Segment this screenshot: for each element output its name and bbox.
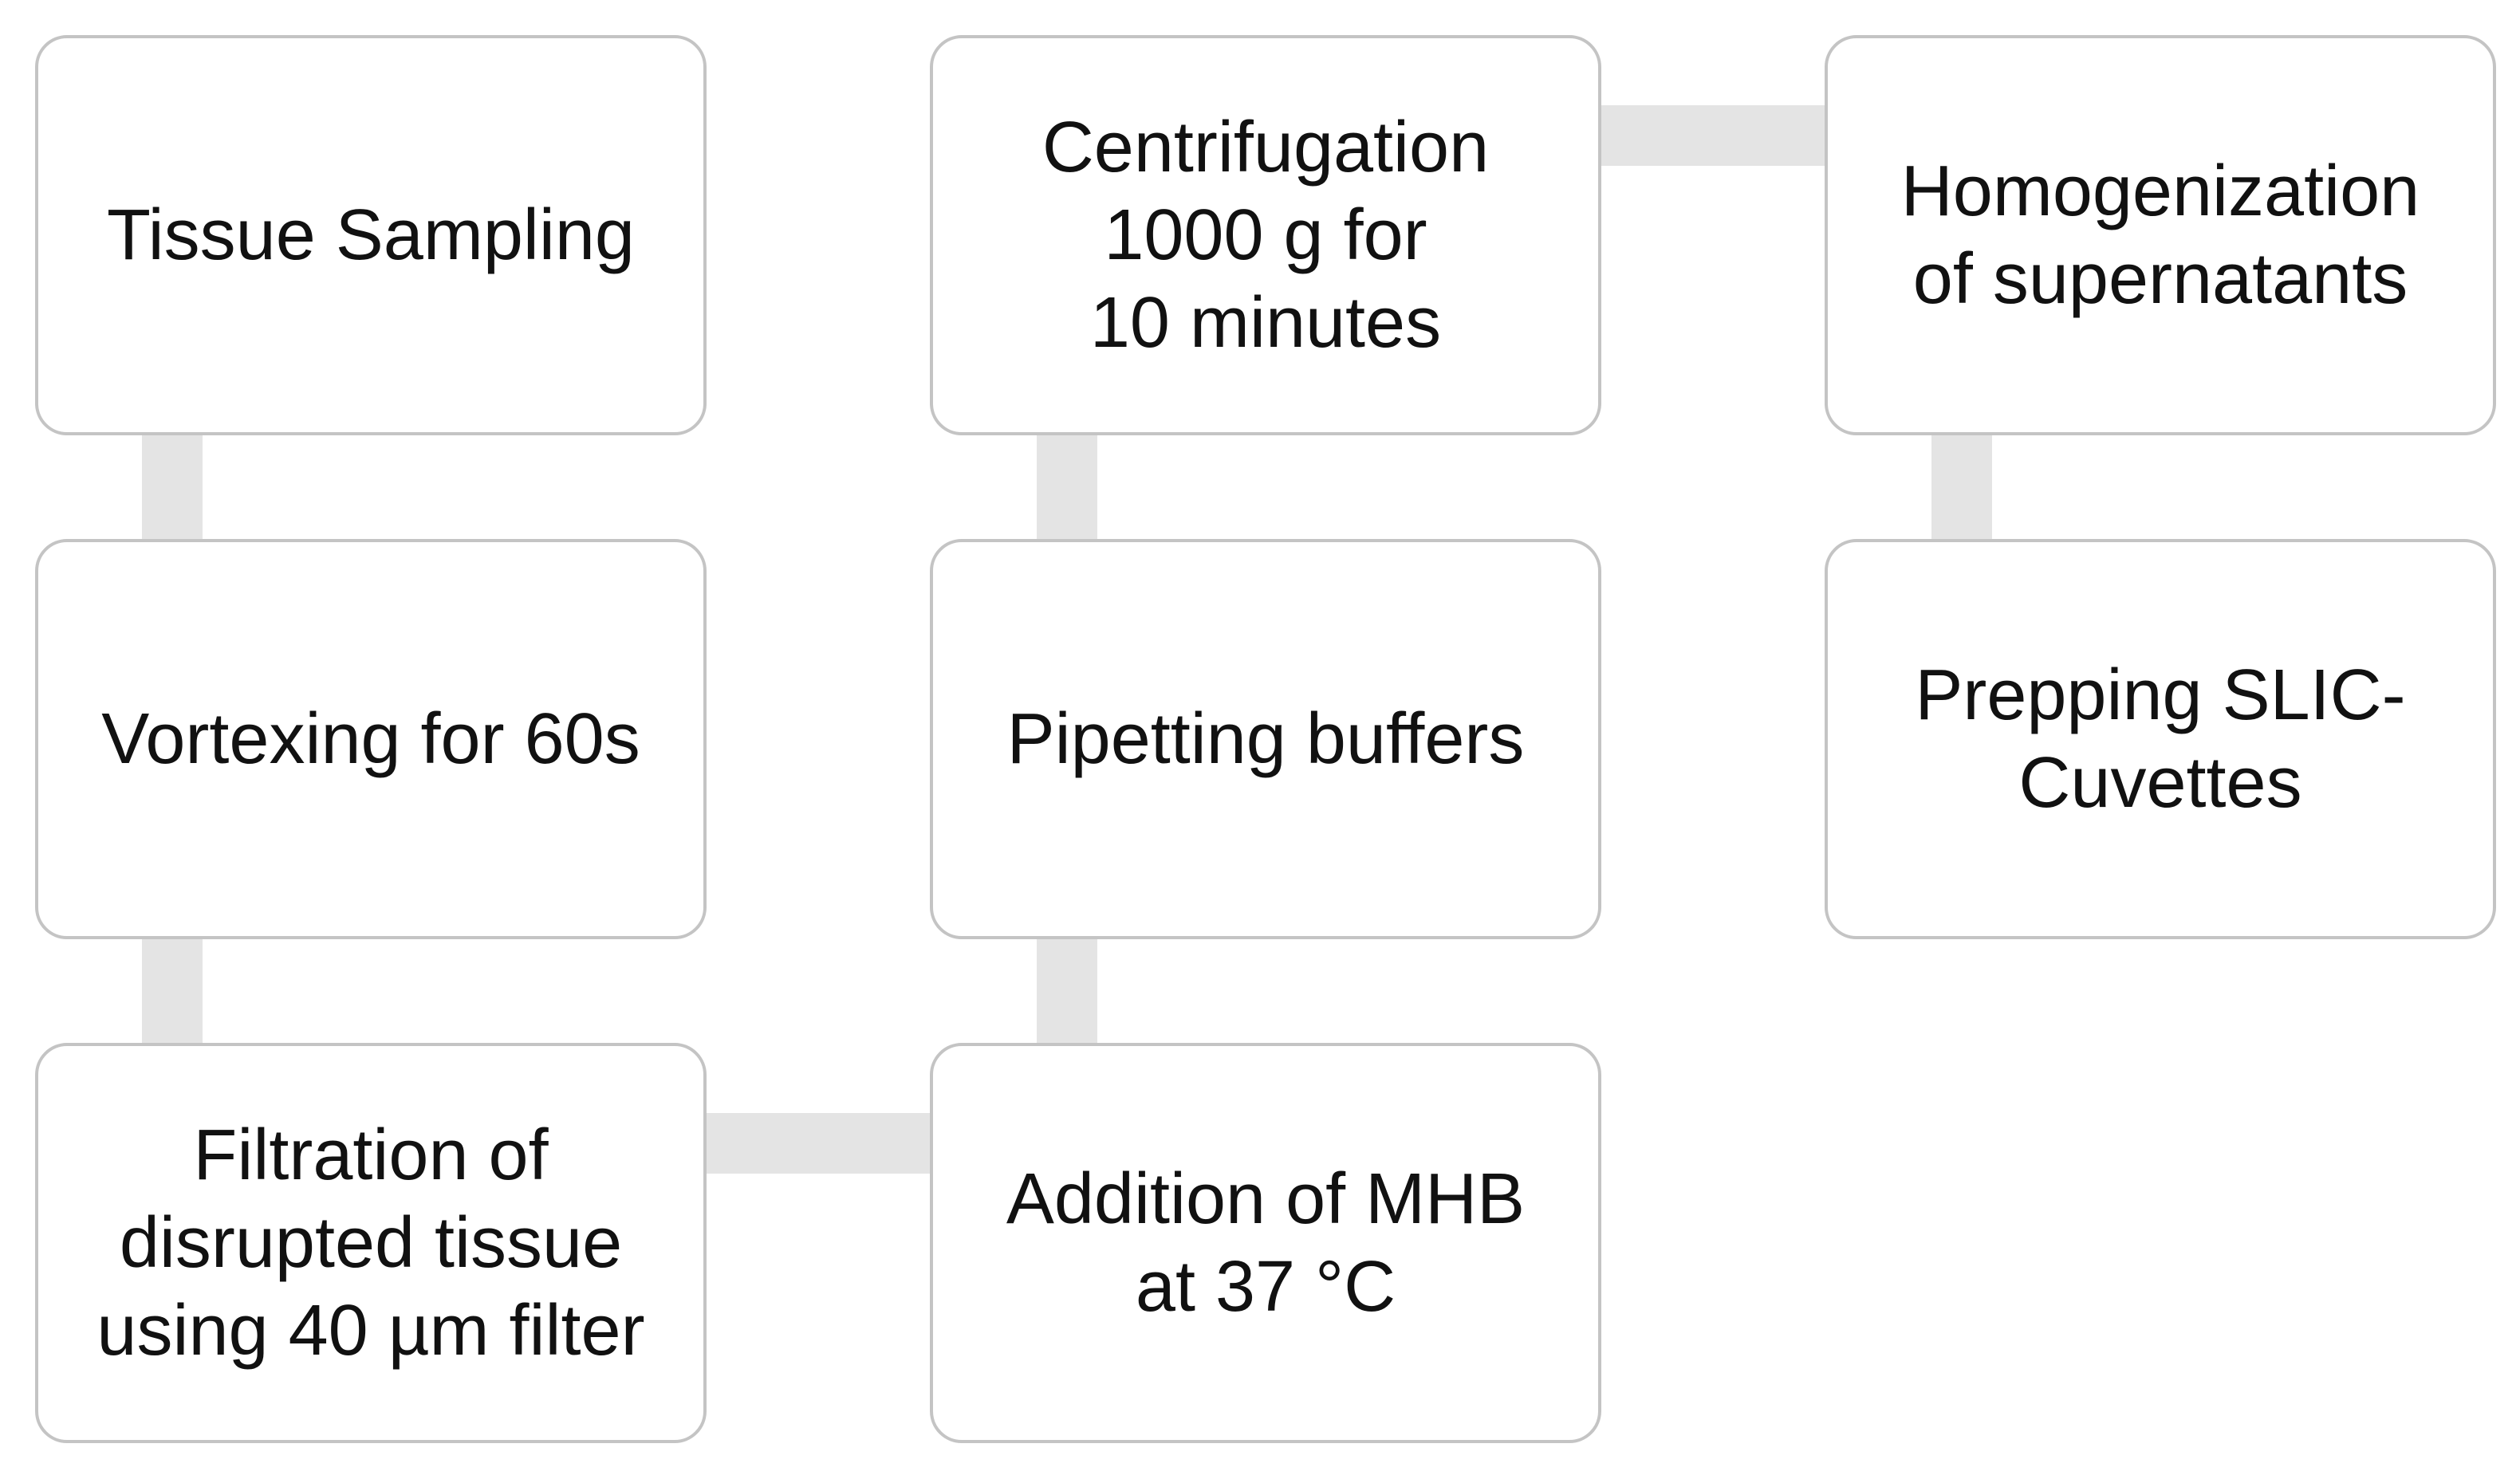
step-label: Homogenization of supernatants	[1900, 151, 2420, 319]
step-vortexing: Vortexing for 60s	[35, 539, 707, 939]
step-filtration: Filtration of disrupted tissue using 40 …	[35, 1043, 707, 1443]
connector-homogenization-to-prepping	[1931, 435, 1992, 539]
connector-sampling-to-vortexing	[142, 435, 203, 539]
step-addition-mhb: Addition of MHB at 37 °C	[930, 1043, 1601, 1443]
step-tissue-sampling: Tissue Sampling	[35, 35, 707, 435]
step-label: Centrifugation 1000 g for 10 minutes	[1041, 108, 1490, 363]
connector-centrifugation-to-homogenization	[1601, 105, 1825, 166]
step-pipetting: Pipetting buffers	[930, 539, 1601, 939]
step-prepping: Prepping SLIC- Cuvettes	[1825, 539, 2496, 939]
connector-vortexing-to-filtration	[142, 939, 203, 1043]
connector-filtration-to-addition	[707, 1113, 930, 1174]
step-label: Vortexing for 60s	[101, 699, 640, 779]
step-label: Addition of MHB at 37 °C	[1006, 1159, 1526, 1327]
step-homogenization: Homogenization of supernatants	[1825, 35, 2496, 435]
step-label: Tissue Sampling	[107, 195, 635, 275]
connector-pipetting-to-centrifugation	[1037, 435, 1097, 539]
step-label: Filtration of disrupted tissue using 40 …	[96, 1115, 645, 1371]
step-centrifugation: Centrifugation 1000 g for 10 minutes	[930, 35, 1601, 435]
step-label: Pipetting buffers	[1006, 699, 1525, 779]
connector-addition-to-pipetting	[1037, 939, 1097, 1043]
step-label: Prepping SLIC- Cuvettes	[1915, 655, 2406, 823]
